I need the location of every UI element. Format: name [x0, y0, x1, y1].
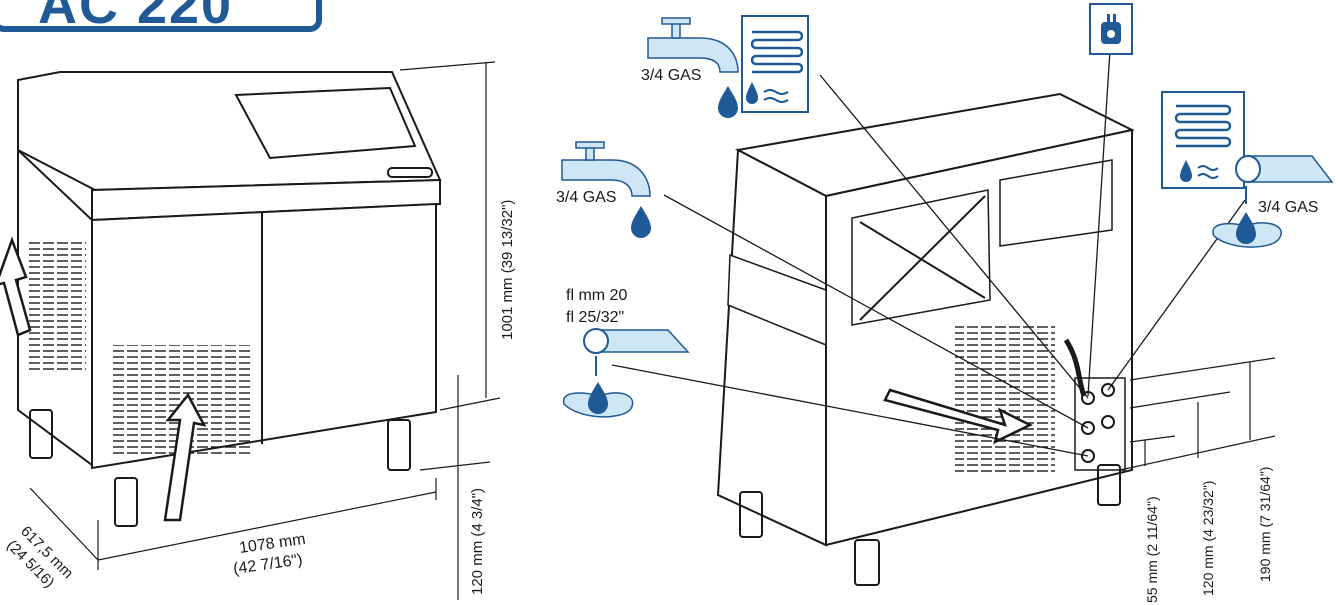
- air-flow-arrow-icon: [163, 392, 207, 522]
- water-drop-icon: [588, 382, 608, 414]
- water-drop-icon: [718, 86, 738, 118]
- feet: [29, 409, 411, 527]
- cond-water-inlet-group: 3/4 GAS: [556, 141, 651, 238]
- drain-group: fl mm 20 fl 25/32": [562, 287, 690, 418]
- water-inlet-group: 3/4 GAS: [641, 15, 809, 118]
- model-badge: AC 220: [0, 0, 322, 35]
- water-drop-icon: [1180, 160, 1192, 182]
- drain-label-1: fl mm 20: [566, 287, 627, 304]
- cond-water-outlet-label: 3/4 GAS: [1258, 199, 1318, 216]
- rear-window: [999, 159, 1113, 247]
- drain-pipe-icon: [1235, 155, 1334, 183]
- coil-icon: [1174, 104, 1232, 148]
- dim-190-label: 190 mm (7 31/64"): [1257, 467, 1273, 582]
- side-louver: [26, 240, 86, 370]
- dim-55-label: 55 mm (2 11/64"): [1144, 496, 1160, 603]
- power-plug-group: [1089, 3, 1133, 55]
- left-face: [716, 148, 827, 547]
- water-inlet-label: 3/4 GAS: [641, 67, 701, 84]
- right-dimensions: [1119, 357, 1276, 471]
- drain-pipe-icon: [583, 328, 690, 354]
- left-dimensions: [29, 61, 501, 600]
- water-tap-icon: [647, 17, 739, 73]
- model-label: AC 220: [38, 0, 234, 35]
- lid-hatch: [234, 86, 417, 160]
- air-flow-arrow-icon: [0, 236, 32, 337]
- handle: [387, 167, 433, 178]
- cond-water-inlet-label: 3/4 GAS: [556, 189, 616, 206]
- water-drop-icon: [1236, 212, 1256, 244]
- water-drop-icon: [746, 82, 758, 104]
- ice-maker-rear-view: [716, 92, 1135, 586]
- air-flow-arrow-icon: [883, 388, 1033, 445]
- dim-120-label: 120 mm (4 23/32"): [1200, 481, 1216, 596]
- water-tap-icon: [561, 141, 651, 197]
- cond-water-outlet-group: 3/4 GAS: [1161, 91, 1334, 248]
- left-louver-slot: [727, 253, 827, 347]
- coil-icon: [750, 30, 804, 74]
- front-band: [91, 178, 441, 222]
- fan-grille: [851, 189, 991, 326]
- dim-leg-label: 120 mm (4 3/4"): [469, 488, 486, 595]
- rear-louver: [955, 325, 1055, 475]
- dim-height-label: 1001 mm (39 13/32"): [499, 200, 516, 340]
- drain-label-2: fl 25/32": [566, 309, 624, 326]
- ice-maker-front-view: [0, 71, 442, 527]
- power-plug-icon: [1101, 14, 1121, 44]
- water-drop-icon: [631, 206, 651, 238]
